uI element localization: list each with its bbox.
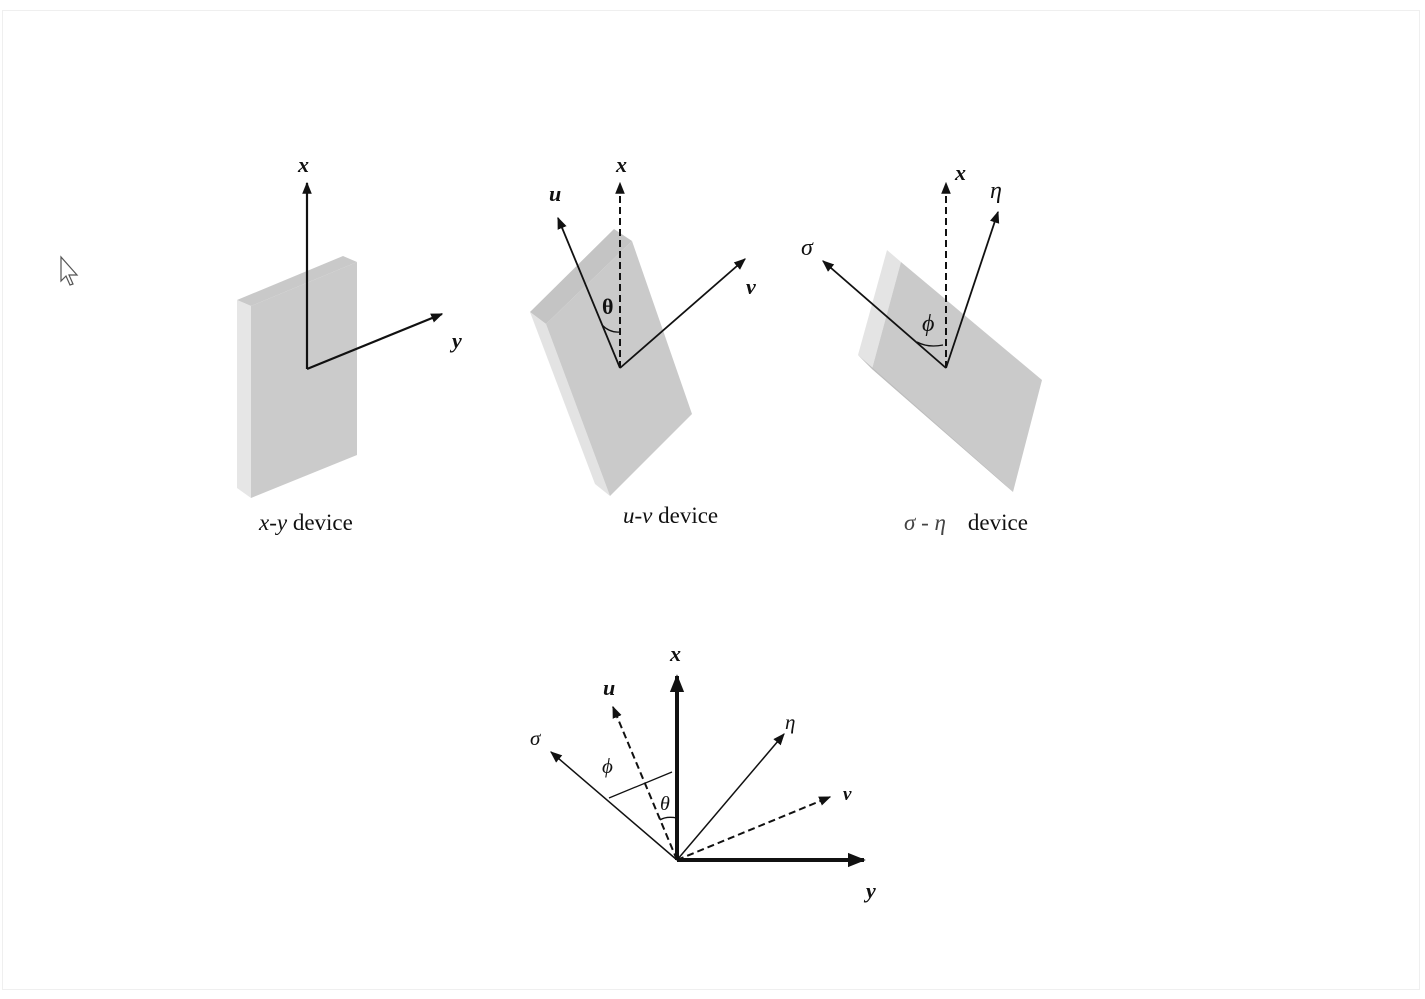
combined-phi-label: ϕ — [602, 754, 613, 778]
se-device-plate-bottom — [858, 355, 1013, 492]
combined-y-label: y — [863, 878, 876, 903]
combined-axes-diagram: x u σ ϕ θ η v y — [530, 641, 876, 903]
uv-u-axis — [557, 216, 621, 369]
xy-y-axis — [306, 312, 444, 371]
se-device-plate-face — [872, 262, 1042, 492]
uv-device-plate-top — [530, 229, 632, 324]
combined-x-label: x — [669, 641, 681, 666]
xy-y-label: y — [449, 328, 462, 353]
combined-eta-axis — [676, 733, 785, 861]
xy-x-label: x — [297, 152, 309, 177]
combined-u-label: u — [603, 675, 615, 700]
uv-v-label: v — [746, 274, 756, 299]
se-sigma-axis — [822, 260, 947, 369]
uv-device-plate-side — [530, 312, 610, 496]
page-frame — [2, 10, 1420, 990]
se-phi-label: ϕ — [922, 311, 934, 337]
se-eta-label: η — [990, 178, 1002, 204]
combined-sigma-label: σ — [530, 726, 542, 750]
xy-caption-prefix: x-y — [258, 510, 288, 535]
uv-theta-arc — [601, 324, 621, 333]
uv-u-label: u — [549, 181, 561, 206]
uv-v-axis — [619, 258, 746, 369]
se-eta-axis — [945, 210, 1000, 369]
combined-sigma-axis — [550, 751, 678, 861]
combined-theta-label: θ — [660, 793, 670, 815]
mouse-pointer-icon — [60, 255, 79, 286]
xy-device-diagram: x y x-y device — [237, 152, 462, 535]
xy-device-plate-top — [237, 256, 357, 306]
sigma-eta-device-diagram: x η σ ϕ σ - η device — [801, 160, 1042, 535]
se-x-label: x — [954, 160, 966, 185]
combined-eta-label: η — [785, 710, 795, 734]
uv-device-diagram: x u v θ u-v device — [530, 152, 756, 528]
uv-caption-prefix: u-v — [623, 503, 653, 528]
uv-theta-label: θ — [602, 294, 613, 319]
combined-v-axis — [676, 796, 832, 861]
se-sigma-label: σ — [801, 235, 814, 261]
uv-device-caption: u-v device — [623, 503, 718, 528]
xy-device-plate-face — [251, 262, 357, 498]
uv-caption-suffix: device — [652, 503, 718, 528]
combined-v-label: v — [843, 784, 852, 805]
se-caption-prefix: σ - η — [904, 510, 946, 535]
uv-x-label: x — [615, 152, 627, 177]
xy-device-plate-side — [237, 300, 251, 498]
xy-device-caption: x-y device — [258, 510, 353, 535]
se-caption-suffix: device — [968, 510, 1028, 535]
xy-caption-suffix: device — [287, 510, 353, 535]
se-phi-arc — [916, 341, 944, 347]
combined-theta-arc — [659, 816, 678, 821]
uv-device-plate-face — [546, 241, 692, 496]
se-device-caption: σ - η device — [904, 510, 1028, 535]
combined-phi-arc — [608, 771, 673, 799]
